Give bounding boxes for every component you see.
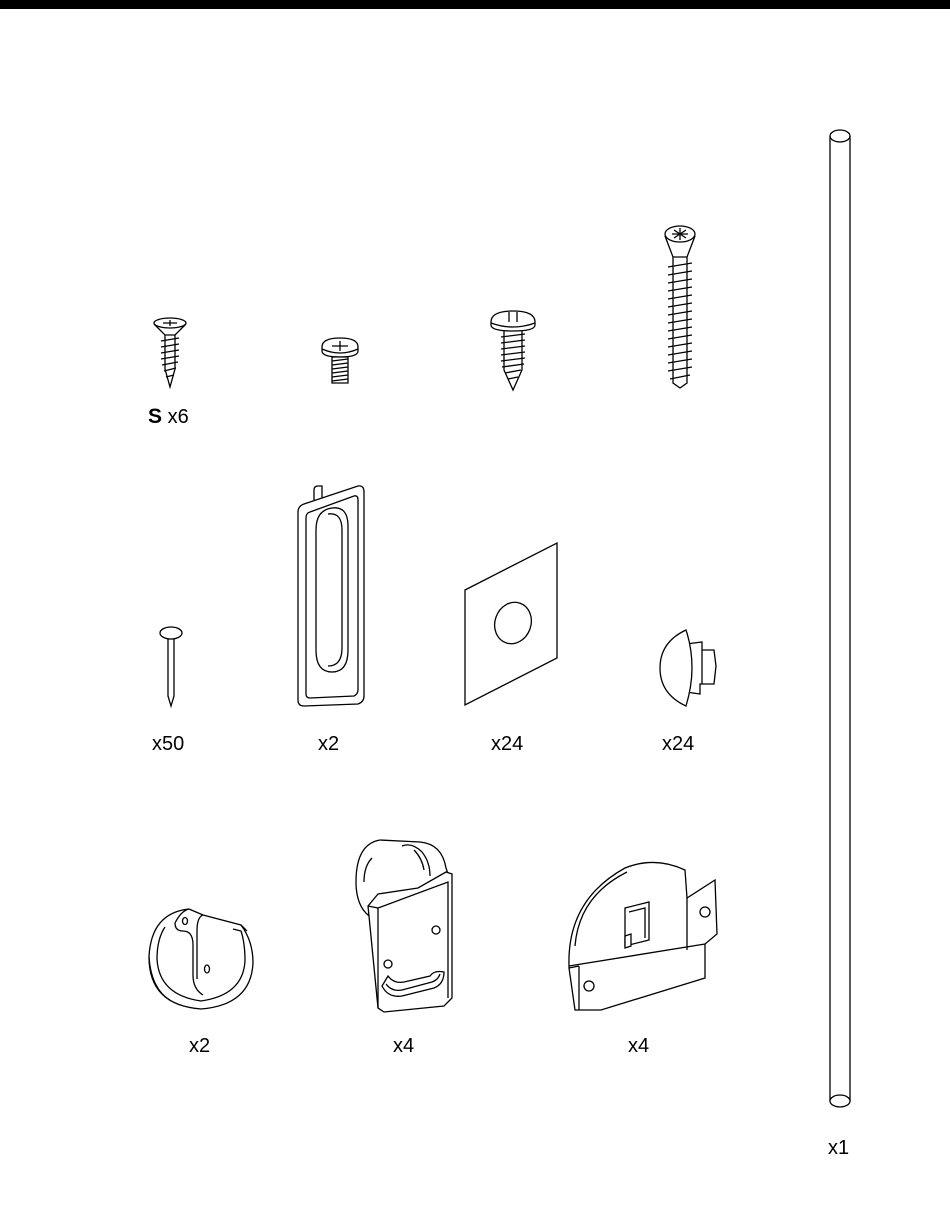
door-pull-handle-quantity: x2: [318, 733, 339, 755]
adhesive-pad-quantity: x24: [491, 733, 523, 755]
screw-s-illustration: [150, 317, 190, 391]
wheel-bracket-illustration: [565, 860, 719, 1012]
long-screw-illustration: [662, 225, 698, 391]
wheel-bracket-quantity: x4: [628, 1035, 649, 1057]
adhesive-pad-illustration: [462, 540, 560, 708]
rod-holder-illustration: [145, 905, 257, 1015]
pan-head-screw-illustration: [489, 310, 537, 392]
screw-s-code: S: [148, 405, 162, 428]
top-border-bar: [0, 0, 950, 9]
nail-illustration: [158, 626, 184, 708]
screw-s-count: x6: [168, 406, 189, 428]
machine-screw-illustration: [320, 337, 360, 387]
hanging-rod-quantity: x1: [828, 1137, 849, 1159]
nail-quantity: x50: [152, 733, 184, 755]
cover-cap-quantity: x24: [662, 733, 694, 755]
rod-holder-quantity: x2: [189, 1035, 210, 1057]
door-roller-quantity: x4: [393, 1035, 414, 1057]
screw-s-quantity: S x6: [148, 406, 189, 428]
hanging-rod-illustration: [826, 126, 854, 1111]
door-roller-illustration: [350, 838, 456, 1016]
door-pull-handle-illustration: [294, 482, 368, 710]
cover-cap-illustration: [656, 626, 720, 710]
